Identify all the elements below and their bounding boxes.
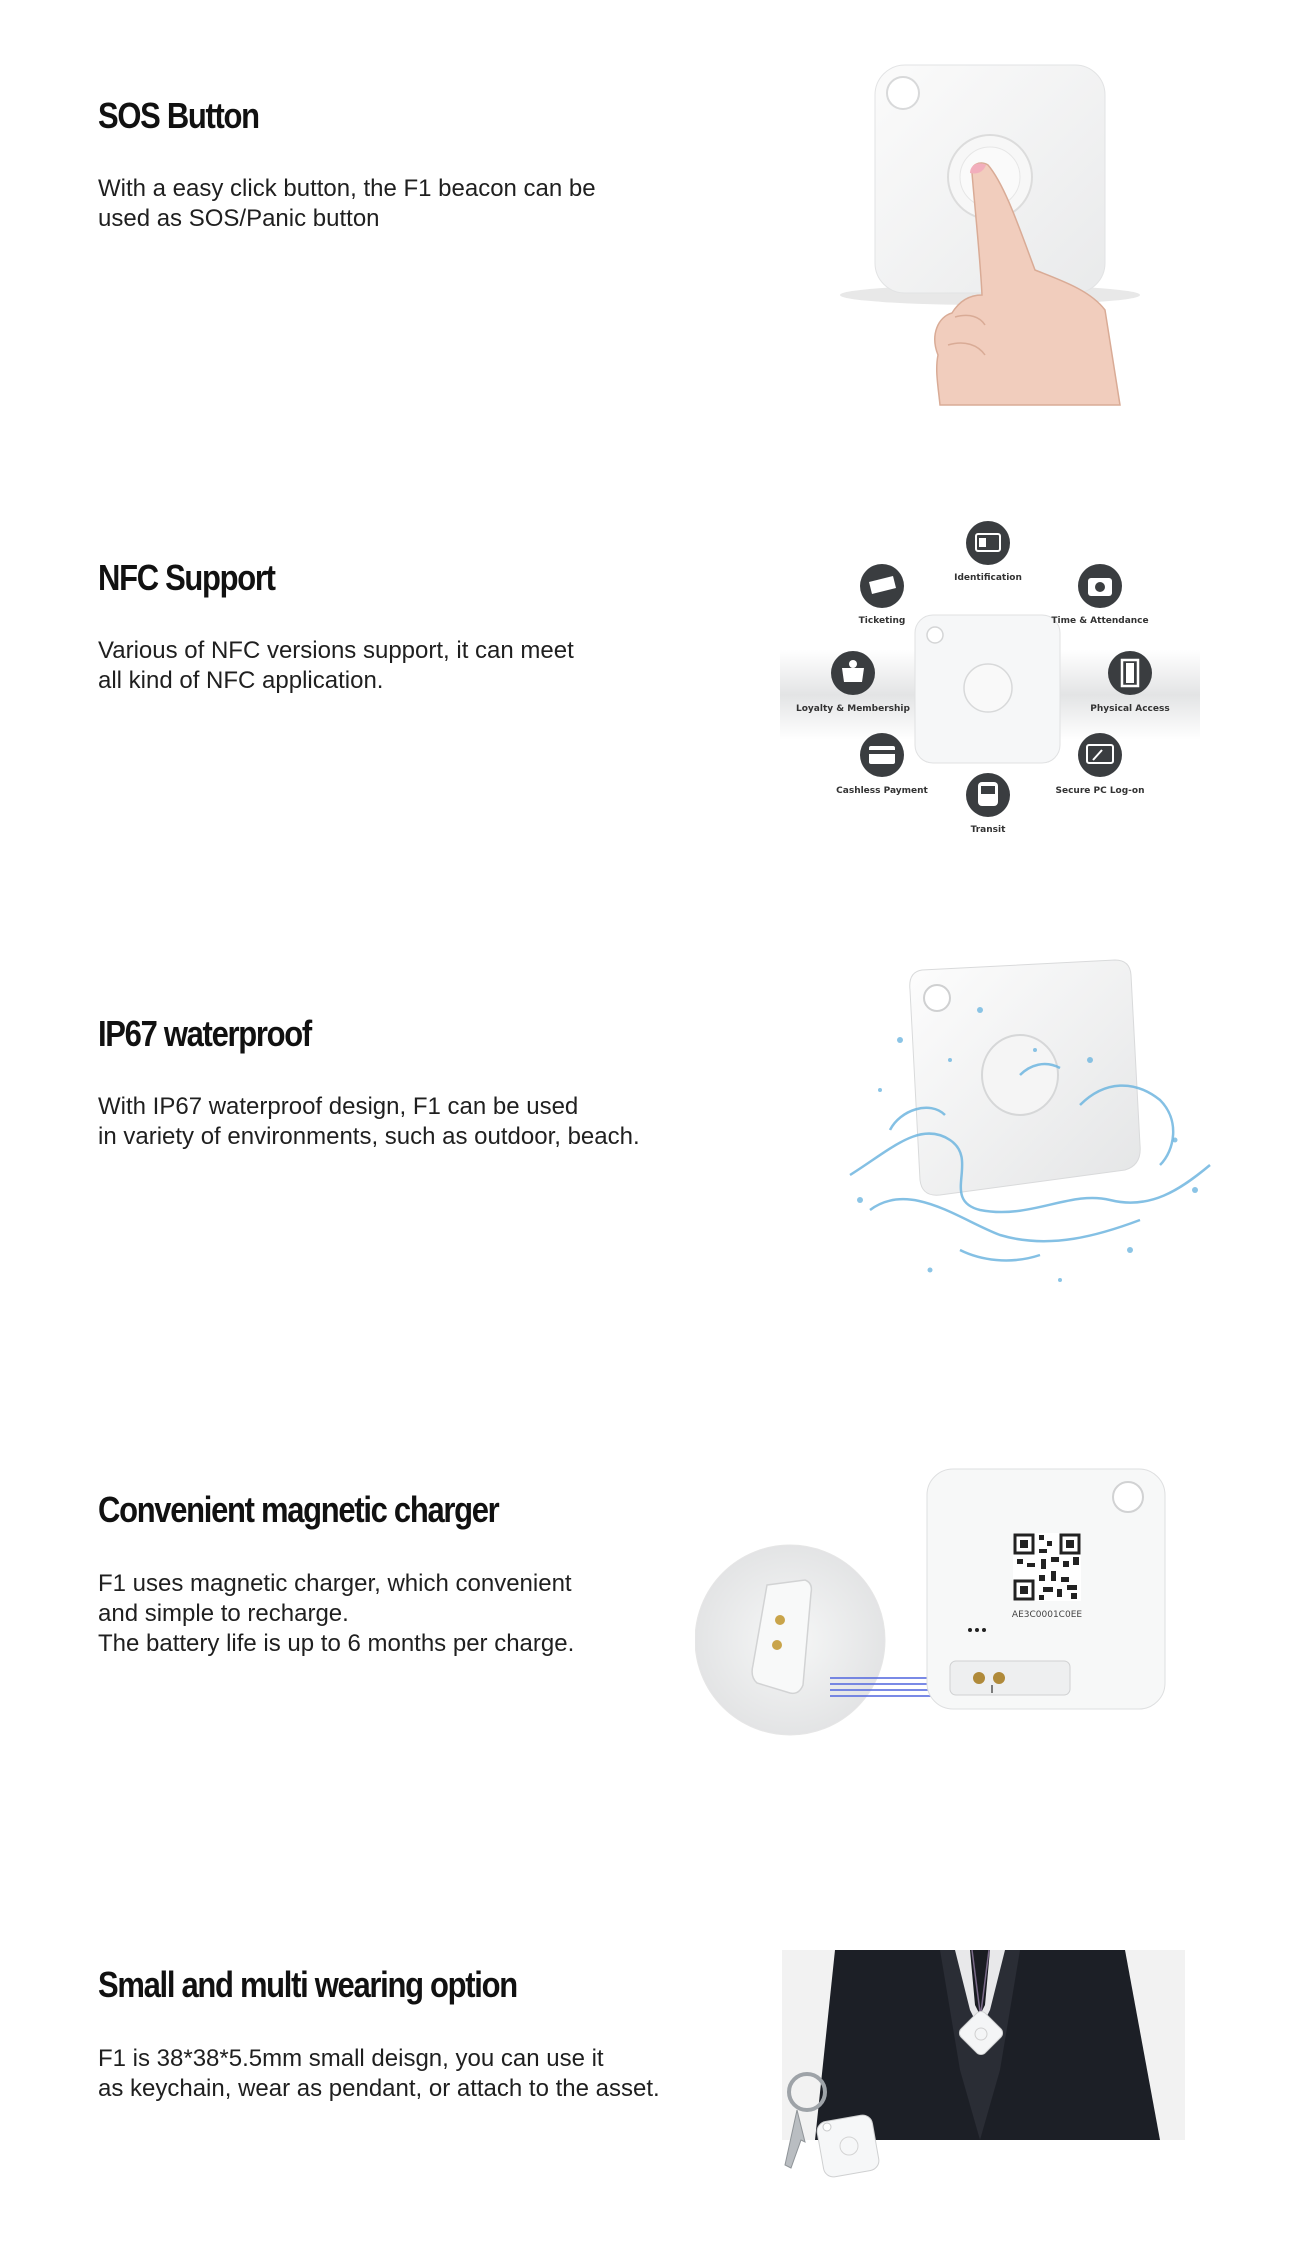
nfc-label-ticketing: Ticketing xyxy=(859,616,906,626)
magnetic-charger-image: AE3C0001C0EE xyxy=(695,1468,1166,1736)
wearing-options-image xyxy=(782,1950,1185,2178)
description-line: Various of NFC versions support, it can … xyxy=(98,637,574,664)
section-description: F1 uses magnetic charger, which convenie… xyxy=(98,1569,574,1659)
description-line: as keychain, wear as pendant, or attach … xyxy=(98,2075,660,2102)
time-attendance-icon xyxy=(1078,564,1122,608)
description-line: F1 uses magnetic charger, which convenie… xyxy=(98,1570,572,1597)
pendant-device xyxy=(958,2010,1004,2056)
secure-pc-logon-icon xyxy=(1078,733,1122,777)
section-title: Small and multi wearing option xyxy=(98,1964,518,2005)
description-line: With a easy click button, the F1 beacon … xyxy=(98,175,596,202)
section-description: Various of NFC versions support, it can … xyxy=(98,636,574,696)
waterproof-image xyxy=(849,959,1211,1282)
ticketing-icon xyxy=(860,564,904,608)
description-line: in variety of environments, such as outd… xyxy=(98,1123,640,1150)
keychain-device xyxy=(784,2072,880,2178)
device-serial: AE3C0001C0EE xyxy=(1012,1610,1082,1620)
description-line: used as SOS/Panic button xyxy=(98,205,380,232)
description-line: F1 is 38*38*5.5mm small deisgn, you can … xyxy=(98,2045,604,2072)
nfc-label-transit: Transit xyxy=(971,825,1007,835)
section-description: With a easy click button, the F1 beacon … xyxy=(98,174,596,234)
loyalty-membership-icon xyxy=(831,651,875,695)
transit-icon xyxy=(966,773,1010,817)
description-line: and simple to recharge. xyxy=(98,1600,349,1627)
qr-code xyxy=(1013,1533,1081,1601)
sos-button-image xyxy=(840,64,1140,406)
section-title: IP67 waterproof xyxy=(98,1013,312,1054)
nfc-label-cashless: Cashless Payment xyxy=(836,786,928,796)
section-title: Convenient magnetic charger xyxy=(98,1489,500,1530)
nfc-applications-diagram: Identification Ticketing Time & Attendan… xyxy=(780,521,1200,835)
nfc-label-physical: Physical Access xyxy=(1090,704,1169,714)
cashless-payment-icon xyxy=(860,733,904,777)
physical-access-icon xyxy=(1108,651,1152,695)
section-title: NFC Support xyxy=(98,557,276,598)
water-splash xyxy=(849,1062,1211,1262)
nfc-label-loyalty: Loyalty & Membership xyxy=(796,704,910,714)
section-title: SOS Button xyxy=(98,95,260,136)
nfc-label-identification: Identification xyxy=(954,573,1022,583)
description-line: With IP67 waterproof design, F1 can be u… xyxy=(98,1093,579,1120)
section-description: F1 is 38*38*5.5mm small deisgn, you can … xyxy=(98,2044,660,2104)
nfc-label-pc-logon: Secure PC Log-on xyxy=(1055,786,1144,796)
identification-icon xyxy=(966,521,1010,565)
description-line: The battery life is up to 6 months per c… xyxy=(98,1630,575,1657)
description-line: all kind of NFC application. xyxy=(98,667,384,694)
nfc-label-time: Time & Attendance xyxy=(1051,616,1148,626)
section-description: With IP67 waterproof design, F1 can be u… xyxy=(98,1092,640,1152)
